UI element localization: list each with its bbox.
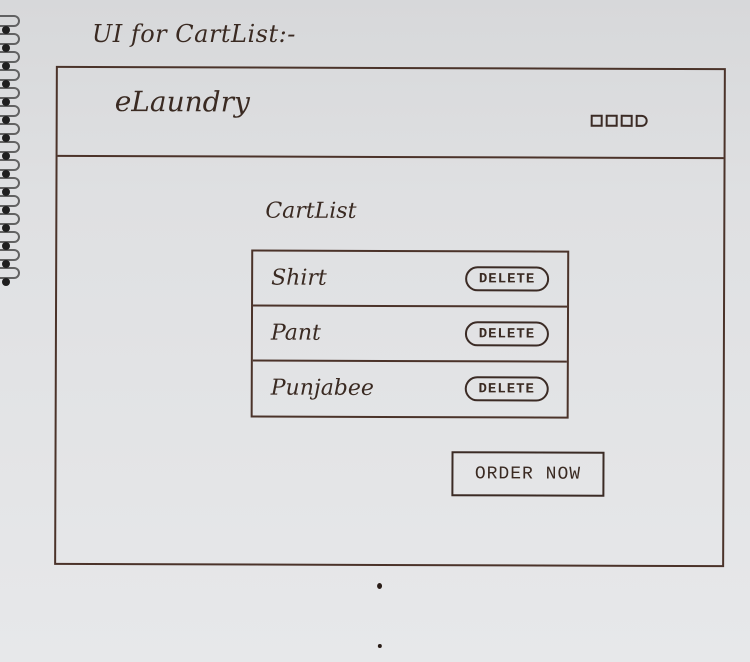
cart-item-name: Punjabee <box>270 375 374 401</box>
binding-ring <box>0 267 20 279</box>
binding-hole <box>2 116 10 124</box>
cart-item-name: Pant <box>270 320 321 346</box>
delete-button[interactable]: DELETE <box>464 376 549 402</box>
app-window: eLaundry CartList Shirt DELETE Pant DELE… <box>54 65 726 648</box>
binding-ring <box>0 15 20 27</box>
sketch-heading: UI for CartList:- <box>92 20 296 48</box>
cart-row: Punjabee DELETE <box>253 362 567 418</box>
binding-hole <box>2 206 10 214</box>
cart-title: CartList <box>265 198 357 224</box>
binding-ring <box>0 177 20 189</box>
binding-hole <box>2 62 10 70</box>
binding-hole <box>2 134 10 142</box>
square-icon[interactable] <box>620 114 633 127</box>
binding-ring <box>0 213 20 225</box>
binding-ring <box>0 105 20 117</box>
binding-ring <box>0 159 20 171</box>
app-logo: eLaundry <box>114 85 250 119</box>
window-controls <box>590 114 648 127</box>
binding-hole <box>2 170 10 178</box>
pen-dot <box>377 582 383 589</box>
binding-hole <box>2 278 10 286</box>
binding-hole <box>2 188 10 196</box>
pen-dot <box>377 643 382 648</box>
square-icon[interactable] <box>605 114 618 127</box>
binding-ring <box>0 87 20 99</box>
binding-ring <box>0 231 20 243</box>
binding-hole <box>2 80 10 88</box>
delete-button[interactable]: DELETE <box>464 321 549 347</box>
cart-row: Pant DELETE <box>252 306 568 363</box>
cart-list-table: Shirt DELETE Pant DELETE Punjabee DELETE <box>250 249 570 419</box>
binding-hole <box>2 260 10 268</box>
app-header: eLaundry <box>57 67 724 160</box>
binding-hole <box>2 26 10 34</box>
square-icon[interactable] <box>590 114 603 127</box>
cart-item-name: Shirt <box>271 265 327 291</box>
cart-row: Shirt DELETE <box>253 251 568 308</box>
binding-hole <box>2 44 10 52</box>
notebook-binding <box>0 0 22 300</box>
binding-ring <box>0 195 20 207</box>
main-content: CartList Shirt DELETE Pant DELETE Punjab… <box>56 156 723 648</box>
binding-ring <box>0 141 20 153</box>
binding-ring <box>0 123 20 135</box>
binding-ring <box>0 33 20 45</box>
order-now-button[interactable]: ORDER NOW <box>451 451 605 497</box>
delete-button[interactable]: DELETE <box>465 266 550 292</box>
binding-hole <box>2 224 10 232</box>
binding-hole <box>2 98 10 106</box>
binding-ring <box>0 249 20 261</box>
binding-hole <box>2 152 10 160</box>
close-icon[interactable] <box>635 114 648 127</box>
binding-ring <box>0 51 20 63</box>
binding-hole <box>2 242 10 250</box>
binding-ring <box>0 69 20 81</box>
